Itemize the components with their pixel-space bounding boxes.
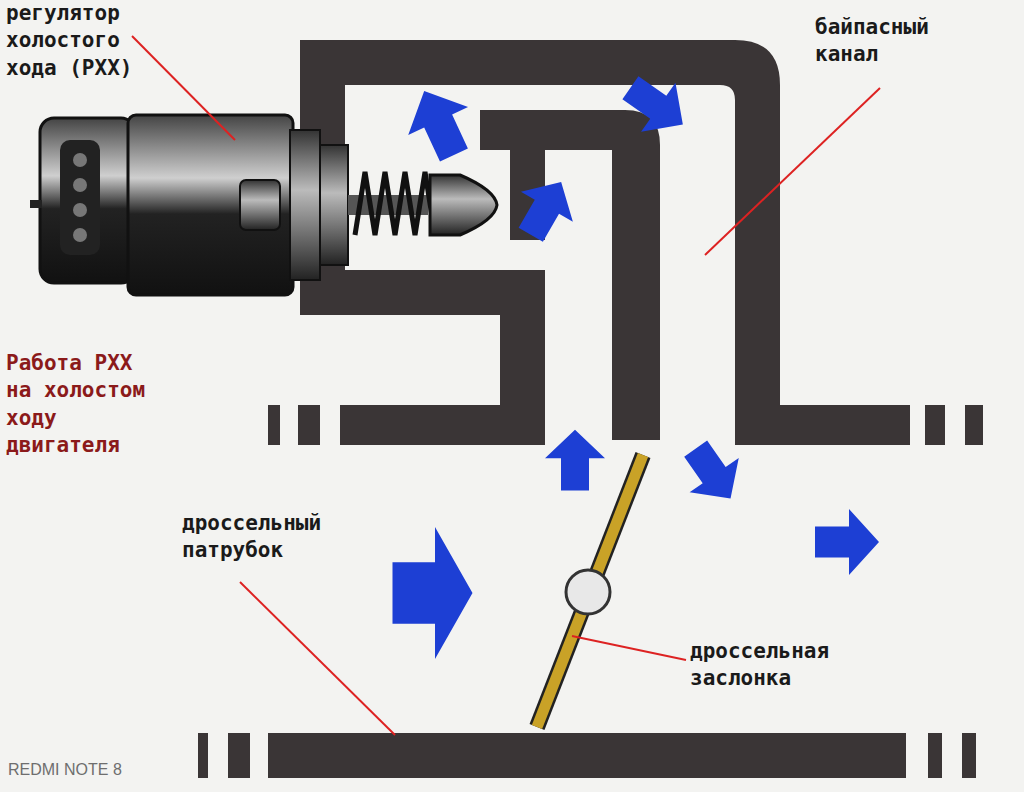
idle-regulator (30, 115, 497, 295)
watermark: REDMI NOTE 8 (8, 760, 208, 781)
part-label: дроссельная заслонка (690, 638, 880, 693)
part-label: дроссельный патрубок (182, 510, 372, 565)
channel-walls (198, 40, 983, 778)
airflow-arrows (393, 63, 880, 659)
part-label: байпасный канал (815, 14, 975, 69)
leader-lines (132, 36, 880, 735)
throttle-plate (537, 455, 643, 727)
part-label: регулятор холостого хода (РХХ) (6, 0, 156, 82)
note-text: Работа РХХ на холостом ходу двигателя (6, 350, 166, 459)
